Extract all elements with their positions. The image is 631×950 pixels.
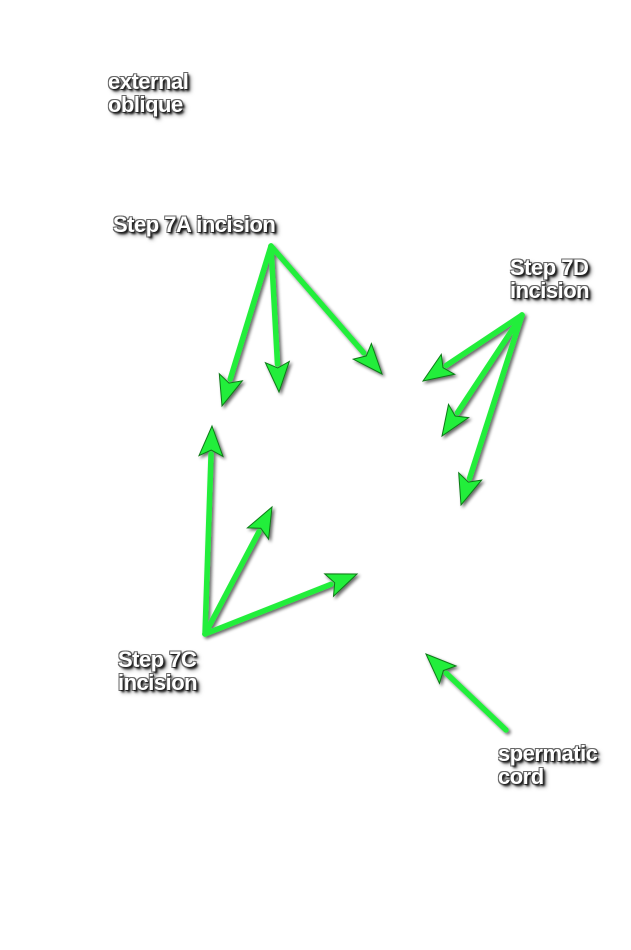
- label-spermatic-cord: spermatic cord: [498, 741, 598, 789]
- label-spermatic-cord-line-2: cord: [498, 764, 544, 789]
- arrow-7d-middle-head: [441, 403, 470, 438]
- arrow-spermatic-cord: [425, 653, 509, 733]
- arrow-7a-left: [218, 243, 274, 408]
- label-external-oblique-line-1: external: [108, 69, 189, 94]
- arrow-7d-upper-shaft: [443, 312, 525, 369]
- arrow-7c-up-shaft: [202, 451, 214, 637]
- arrow-7a-left-shaft: [227, 243, 274, 382]
- label-step-7c: Step 7C incision: [118, 647, 198, 695]
- label-step-7d: Step 7D incision: [510, 255, 590, 303]
- arrow-7a-middle: [264, 243, 291, 394]
- label-spermatic-cord-line-1: spermatic: [498, 741, 598, 766]
- label-step-7a: Step 7A incision: [113, 212, 276, 237]
- label-step-7c-line-1: Step 7C: [118, 647, 197, 672]
- label-step-7c-line-2: incision: [118, 670, 198, 695]
- arrow-7c-right-head: [323, 573, 359, 598]
- arrow-7a-right-head: [351, 342, 383, 376]
- arrow-7a-middle-shaft: [268, 243, 281, 367]
- label-step-7a-line-1: Step 7A incision: [113, 212, 276, 237]
- arrow-7c-up: [198, 424, 224, 637]
- arrow-spermatic-cord-shaft: [443, 670, 509, 733]
- arrow-7d-upper-head: [421, 353, 456, 382]
- arrow-7c-up-head: [198, 424, 224, 458]
- arrow-7c-middle: [202, 505, 273, 637]
- arrow-7c-middle-shaft: [202, 529, 262, 637]
- arrow-7c-middle-head: [246, 505, 273, 541]
- label-step-7d-line-1: Step 7D: [510, 255, 589, 280]
- arrow-7a-left-head: [218, 372, 244, 408]
- arrow-7a-right-shaft: [268, 243, 367, 356]
- arrow-7d-lower: [458, 312, 525, 507]
- arrow-7d-middle-shaft: [454, 312, 525, 416]
- arrow-7a-right: [268, 243, 383, 376]
- label-external-oblique-line-2: oblique: [108, 92, 183, 117]
- arrow-7a-middle-head: [264, 360, 291, 394]
- arrow-7d-middle: [441, 312, 525, 438]
- arrow-7d-lower-shaft: [466, 312, 525, 482]
- label-step-7d-line-2: incision: [510, 278, 590, 303]
- arrow-spermatic-cord-head: [425, 653, 458, 685]
- label-external-oblique: external oblique: [108, 69, 189, 117]
- arrow-7c-right-shaft: [202, 581, 334, 637]
- arrow-7d-lower-head: [458, 471, 483, 507]
- arrow-group: [198, 243, 525, 733]
- arrow-7d-upper: [421, 312, 525, 382]
- arrow-7c-right: [202, 573, 359, 637]
